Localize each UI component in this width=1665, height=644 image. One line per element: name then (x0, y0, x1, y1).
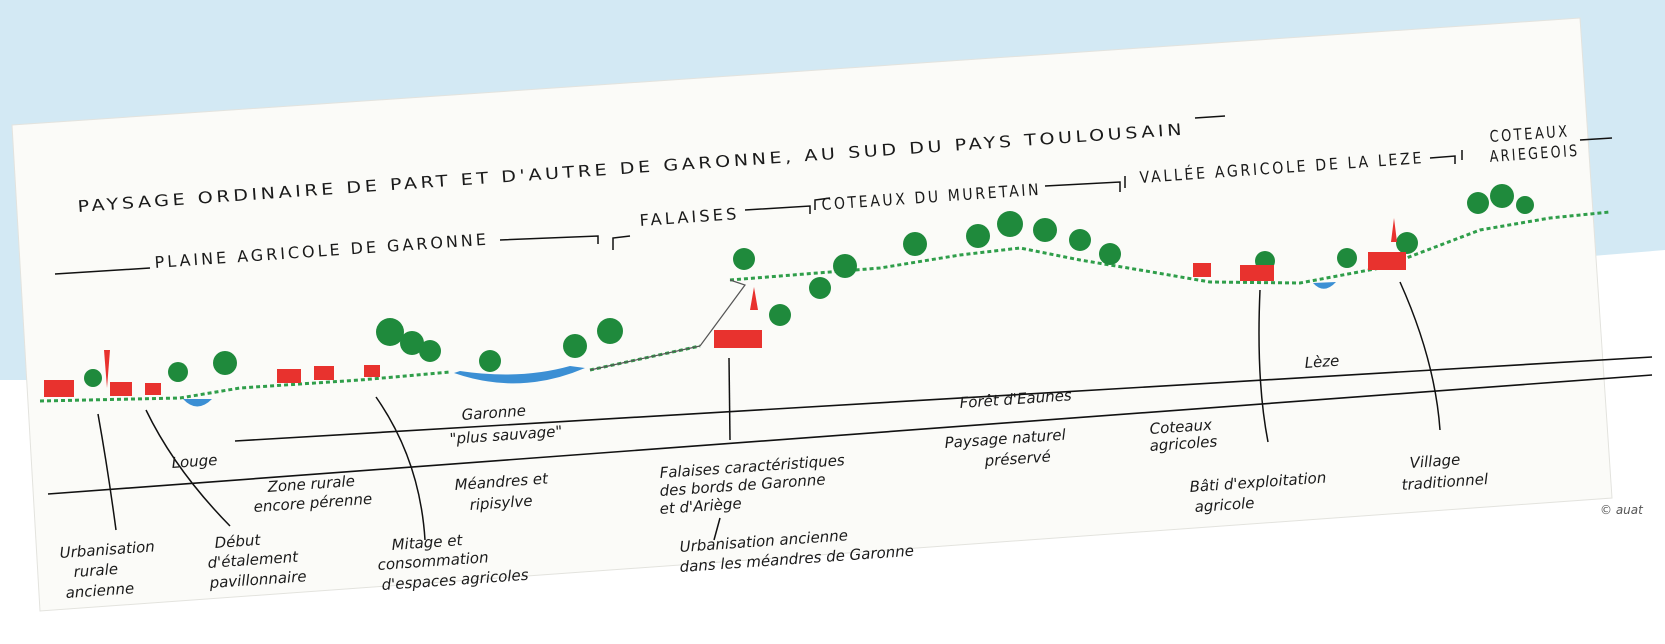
pointer-mitage (375, 396, 426, 541)
tree (84, 369, 102, 387)
house (1368, 252, 1406, 270)
pointer-village (1399, 281, 1441, 431)
river-leze (1313, 282, 1336, 289)
house (314, 366, 334, 380)
tree (400, 331, 424, 355)
bracket-leze (1124, 155, 1456, 188)
note-paysage-2: préservé (983, 447, 1051, 470)
pointer-falaises (728, 357, 731, 441)
pointer-bati (1258, 289, 1269, 443)
house (145, 383, 161, 395)
tree (1099, 243, 1121, 265)
ruled-line-upper (234, 356, 1653, 442)
tree (563, 334, 587, 358)
title-dash (1194, 115, 1226, 119)
note-debut-1: Début (214, 531, 262, 552)
house (714, 330, 762, 348)
pointer-louge (145, 409, 231, 527)
house (1193, 263, 1211, 277)
bracket-falaises (612, 205, 811, 250)
tree (833, 254, 857, 278)
tree (1069, 229, 1091, 251)
buildings (44, 218, 1406, 397)
bracket-arieg (1461, 137, 1613, 160)
tree (769, 304, 791, 326)
credit-label: © auat (1600, 503, 1643, 517)
tree (376, 318, 404, 346)
note-coteaux-agricoles-2: agricoles (1149, 432, 1218, 455)
note-falaises-3: et d'Ariège (659, 494, 742, 518)
tree (1396, 232, 1418, 254)
tree (966, 224, 990, 248)
house (364, 365, 380, 377)
section-brackets (54, 115, 1613, 275)
tree (479, 350, 501, 372)
pointer-urbanisation-rurale (97, 413, 117, 531)
house (44, 380, 74, 397)
river-louge (183, 399, 212, 407)
note-village-1: Village (1409, 450, 1461, 471)
bracket-plaine (54, 235, 599, 275)
church-spire (104, 350, 110, 388)
church-spire (1391, 218, 1397, 242)
label-garonne-1: Garonne (461, 402, 527, 424)
note-urbanisation-rurale-3: ancienne (65, 579, 135, 602)
tree (597, 318, 623, 344)
tree (997, 211, 1023, 237)
pointer-lines (97, 281, 1441, 541)
label-leze: Lèze (1304, 352, 1340, 372)
tree (809, 277, 831, 299)
trees-leze (1255, 184, 1534, 271)
church-spire (750, 287, 758, 310)
note-meandres-2: ripisylve (469, 492, 533, 514)
note-coteaux-agricoles-1: Coteaux (1149, 416, 1213, 438)
tree (1490, 184, 1514, 208)
trees-coteaux (733, 211, 1121, 326)
house (277, 369, 301, 383)
note-urbanisation-rurale-2: rurale (73, 560, 119, 581)
trees-plaine (84, 318, 623, 387)
tree (168, 362, 188, 382)
bracket-muretain (814, 181, 1121, 210)
cliff-line (589, 279, 746, 371)
ruled-line-lower (47, 374, 1653, 495)
tree (1033, 218, 1057, 242)
tree (903, 232, 927, 256)
note-mitage-1: Mitage et (391, 531, 464, 554)
tree (1516, 196, 1534, 214)
paper-sheet (11, 17, 1613, 612)
tree (733, 248, 755, 270)
tree (1337, 248, 1357, 268)
pointer-urbanisation-meandres (713, 517, 721, 541)
house (1240, 265, 1274, 281)
house (110, 382, 132, 396)
river-garonne (454, 366, 585, 384)
tree (419, 340, 441, 362)
note-louge: Louge (171, 451, 218, 472)
tree (213, 351, 237, 375)
note-bati-2: agricole (1194, 494, 1255, 516)
tree (1467, 192, 1489, 214)
